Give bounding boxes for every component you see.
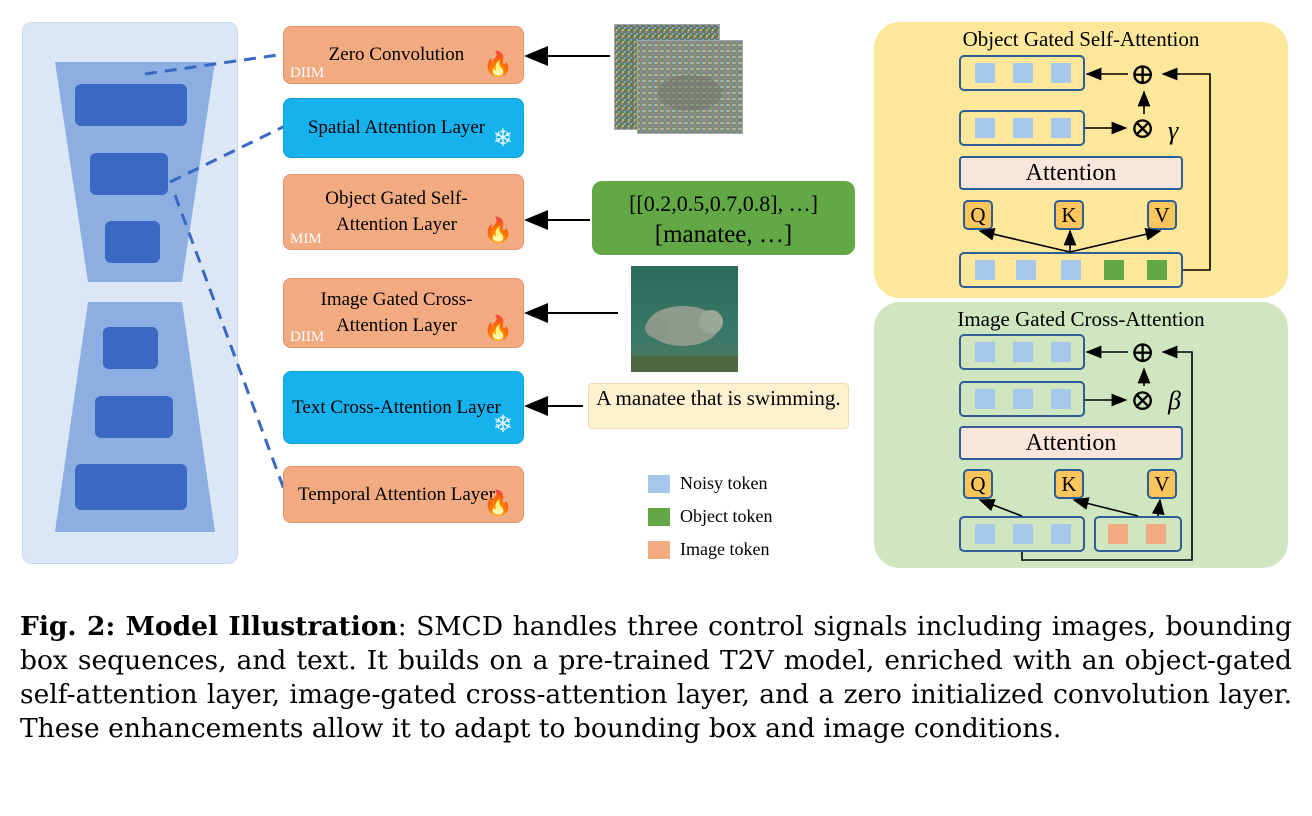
figure-caption: Fig. 2: Model Illustration: SMCD handles… (20, 610, 1292, 746)
layer-label: Spatial Attention Layer (307, 117, 486, 138)
gated-token-row (959, 110, 1085, 146)
unet-block-5 (95, 396, 173, 438)
output-token-row (959, 55, 1085, 91)
layer-label: Object Gated Self-Attention Layer (325, 188, 468, 235)
legend-label: Object token (680, 506, 773, 526)
bbox-input: [[0.2,0.5,0.7,0.8], …] [manatee, …] (592, 181, 855, 255)
image-token-row (1094, 516, 1182, 552)
layer-label: Text Cross-Attention Layer (292, 396, 501, 418)
query-box: Q (963, 469, 993, 499)
legend-image-token: Image token (648, 539, 769, 560)
unet-block-1 (75, 84, 187, 126)
layer-label: Temporal Attention Layer (297, 483, 496, 505)
legend-label: Noisy token (680, 473, 768, 493)
multiply-operator-icon: ⊗ (1130, 384, 1156, 417)
text-prompt: A manatee that is swimming. (596, 386, 841, 410)
layer-tag: MIM (290, 231, 322, 247)
bbox-coordinates: [[0.2,0.5,0.7,0.8], …] (629, 191, 818, 216)
output-token-row (959, 334, 1085, 370)
layer-spatial-attention: Spatial Attention Layer ❄ (283, 98, 524, 158)
unet-block-2 (90, 153, 168, 195)
attention-block: Attention (959, 156, 1183, 190)
legend-noisy-token: Noisy token (648, 473, 768, 494)
legend-label: Image token (680, 539, 770, 559)
key-box: K (1054, 469, 1084, 499)
layer-label: Zero Convolution (328, 44, 465, 65)
unet-connector-lines (144, 52, 287, 493)
legend-object-token: Object token (648, 506, 772, 527)
input-token-row (959, 252, 1183, 288)
gated-token-row (959, 381, 1085, 417)
unet-block-6 (75, 464, 187, 510)
noisy-token-row (959, 516, 1085, 552)
legend-swatch (648, 540, 670, 559)
unet-block-3 (105, 221, 160, 263)
layer-object-gated-self-attention: Object Gated Self-Attention Layer MIM 🔥 (283, 174, 524, 250)
fire-icon: 🔥 (483, 52, 513, 78)
query-box: Q (963, 200, 993, 230)
legend-swatch (648, 507, 670, 526)
text-prompt-box: A manatee that is swimming. (588, 383, 849, 429)
value-box: V (1147, 200, 1177, 230)
legend-swatch (648, 474, 670, 493)
bbox-object-names: [manatee, …] (654, 221, 793, 248)
layer-image-gated-cross-attention: Image Gated Cross-Attention Layer DIIM 🔥 (283, 278, 524, 348)
unet-block-4 (103, 327, 158, 369)
panel-title: Image Gated Cross-Attention (957, 307, 1205, 331)
layer-temporal-attention: Temporal Attention Layer 🔥 (283, 466, 524, 523)
snowflake-icon: ❄ (492, 412, 513, 438)
layer-tag: DIIM (290, 65, 325, 81)
cross-attention-panel: Image Gated Cross-Attention ⊕ ⊗ β Attent… (874, 302, 1288, 568)
add-operator-icon: ⊕ (1130, 58, 1156, 91)
gate-beta: β (1168, 386, 1181, 415)
fire-icon: 🔥 (483, 218, 513, 244)
value-box: V (1147, 469, 1177, 499)
layer-tag: DIIM (290, 329, 325, 345)
fire-icon: 🔥 (483, 316, 513, 342)
manatee-image (631, 266, 738, 372)
layer-zero-convolution: Zero Convolution DIIM 🔥 (283, 26, 524, 84)
caption-label: Fig. 2: Model Illustration (20, 611, 398, 642)
layer-label: Image Gated Cross-Attention Layer (320, 289, 473, 336)
key-box: K (1054, 200, 1084, 230)
caption-text: : SMCD handles three control signals inc… (20, 611, 1292, 744)
gate-gamma: γ (1168, 116, 1179, 145)
fire-icon: 🔥 (483, 491, 513, 517)
layer-text-cross-attention: Text Cross-Attention Layer ❄ (283, 371, 524, 444)
self-attention-panel: Object Gated Self-Attention ⊕ ⊗ γ Attent… (874, 22, 1288, 298)
multiply-operator-icon: ⊗ (1130, 112, 1156, 145)
snowflake-icon: ❄ (492, 126, 513, 152)
add-operator-icon: ⊕ (1130, 336, 1156, 369)
panel-title: Object Gated Self-Attention (962, 27, 1200, 51)
noisy-image-front (637, 40, 743, 134)
attention-block: Attention (959, 426, 1183, 460)
